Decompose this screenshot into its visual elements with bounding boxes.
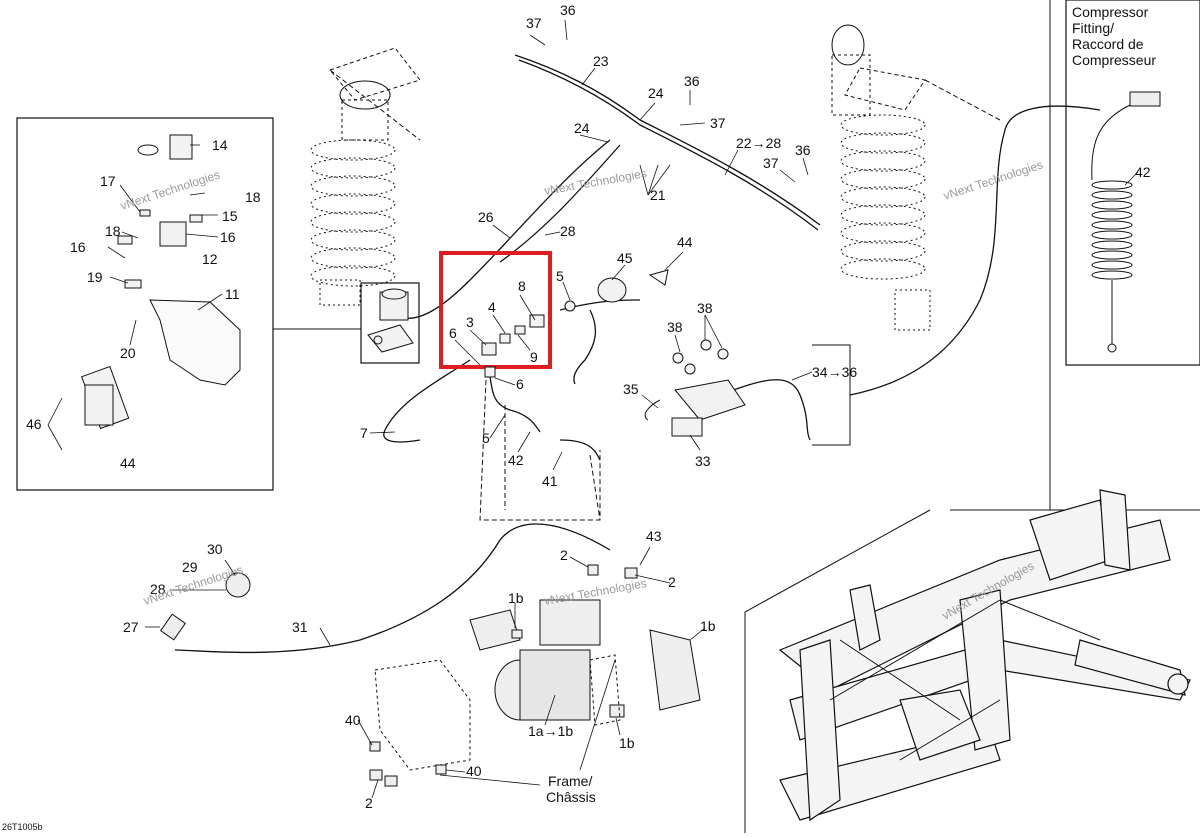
- caption-fitting: Fitting/: [1072, 20, 1114, 36]
- callout-37-mid: 36: [684, 73, 700, 89]
- caption-compresseur: Compresseur: [1072, 52, 1156, 68]
- solenoid-valve: [367, 288, 414, 353]
- callout-35: 34→36: [812, 364, 857, 380]
- callout-19: 18: [105, 223, 121, 239]
- callout-labels: 14 18 15 17 18 16 16 12 19 11 20 46 44 3…: [26, 2, 1151, 811]
- vehicle-frame: [778, 489, 1191, 822]
- reference-code: 26T1005b: [2, 822, 43, 832]
- callout-42: 42: [508, 452, 524, 468]
- callout-43: 43: [646, 528, 662, 544]
- callout-2-b: 1b: [619, 735, 635, 751]
- fitting-parts: [481, 269, 669, 378]
- dashed-leaders: [329, 69, 1001, 521]
- callout-30: 28: [150, 581, 166, 597]
- caption-compressor: Compressor: [1072, 4, 1149, 20]
- callout-27: 26: [478, 209, 494, 225]
- callout-1b: 1b: [700, 618, 716, 634]
- callout-3-a: 2: [560, 547, 568, 563]
- callout-45: 44: [677, 234, 693, 250]
- watermark-1: vNext Technologies: [119, 167, 222, 212]
- frame-caption: Frame/ Châssis: [546, 773, 596, 805]
- callout-5: 3: [466, 314, 474, 330]
- callout-37-right: 36: [795, 142, 811, 158]
- callout-36: 35: [623, 381, 639, 397]
- callout-29: 27: [123, 619, 139, 635]
- frame-region-outline-2: [744, 509, 931, 833]
- compressor-assembly: [469, 564, 701, 721]
- callout-2-a: 1b: [508, 590, 524, 606]
- compressor-fitting-caption: Compressor Fitting/ Raccord de Compresse…: [1072, 4, 1156, 68]
- callout-44: 42: [1135, 164, 1151, 180]
- inset-box-compressor-fitting: [1065, 0, 1200, 366]
- callout-7-low: 5: [482, 430, 490, 446]
- compressor-fitting-coil: [1091, 91, 1161, 353]
- callout-13-21: 12: [202, 251, 218, 267]
- callout-9: 7: [360, 425, 368, 441]
- shock-absorber-right: [831, 24, 931, 331]
- frame-region-outline: [1049, 0, 1200, 511]
- callout-25: 24: [648, 85, 664, 101]
- callout-3-b: 2: [668, 574, 676, 590]
- callout-4: 2: [365, 795, 373, 811]
- callout-8-bottom: 6: [516, 376, 524, 392]
- callout-48: 45: [617, 250, 633, 266]
- callout-16: 15: [222, 208, 238, 224]
- manifold-assembly: [81, 134, 241, 430]
- callout-21: 20: [120, 345, 136, 361]
- caption-chassis: Châssis: [546, 789, 596, 805]
- callout-39-a: 38: [667, 319, 683, 335]
- callout-10: 8: [518, 278, 526, 294]
- callout-12: 11: [225, 286, 240, 302]
- height-sensor-bracket: [644, 339, 746, 437]
- callout-6: 4: [488, 299, 496, 315]
- callout-40-a: 40: [345, 712, 361, 728]
- watermark-2: vNext Technologies: [543, 166, 648, 198]
- callout-41: 41: [542, 473, 558, 489]
- callout-22-28: 21: [650, 187, 666, 203]
- callout-32: 30: [207, 541, 223, 557]
- callout-46: 44: [120, 455, 136, 471]
- inset-box-left: [16, 117, 274, 491]
- callout-14: 14: [212, 137, 228, 153]
- inset-box-valve: [360, 282, 420, 364]
- caption-raccord: Raccord de: [1072, 36, 1144, 52]
- callout-31: 29: [182, 559, 198, 575]
- callout-23: 22→28: [736, 135, 781, 151]
- callout-15: 18: [245, 189, 261, 205]
- callout-38-top: 37: [526, 15, 542, 31]
- fittings-29-32: [160, 572, 251, 641]
- callout-28: 28: [560, 223, 576, 239]
- leader-bracket-35: [812, 344, 851, 446]
- callout-24: 23: [593, 53, 609, 69]
- callout-11: 9: [530, 349, 538, 365]
- callout-40-b: 40: [466, 763, 482, 779]
- caption-frame: Frame/: [548, 773, 592, 789]
- air-lines: [174, 54, 1101, 654]
- callout-39-b: 38: [697, 300, 713, 316]
- callout-38-right: 37: [763, 155, 779, 171]
- callout-1a-1b: 1a→1b: [528, 723, 573, 739]
- callout-26: 24: [574, 120, 590, 136]
- shock-absorber-left: [310, 47, 421, 306]
- callout-20: 19: [87, 269, 103, 285]
- mount-hardware: [369, 741, 447, 787]
- frame-bracing: [829, 599, 1101, 761]
- compressor-mount: [374, 654, 621, 771]
- callout-17a: 16: [70, 239, 86, 255]
- callout-leaders: [47, 19, 1139, 799]
- watermark-3: vNext Technologies: [942, 157, 1045, 202]
- callout-33: 31: [292, 619, 308, 635]
- callout-37-top: 36: [560, 2, 576, 18]
- callout-38-mid: 37: [710, 115, 726, 131]
- watermarks: vNext Technologies vNext Technologies vN…: [119, 157, 1045, 622]
- callout-7-top: 5: [556, 268, 564, 284]
- callout-18: 17: [100, 173, 116, 189]
- callout-49: 46: [26, 416, 42, 432]
- callout-17b: 16: [220, 229, 236, 245]
- callout-8-left: 6: [449, 325, 457, 341]
- callout-34-36: 33: [695, 453, 711, 469]
